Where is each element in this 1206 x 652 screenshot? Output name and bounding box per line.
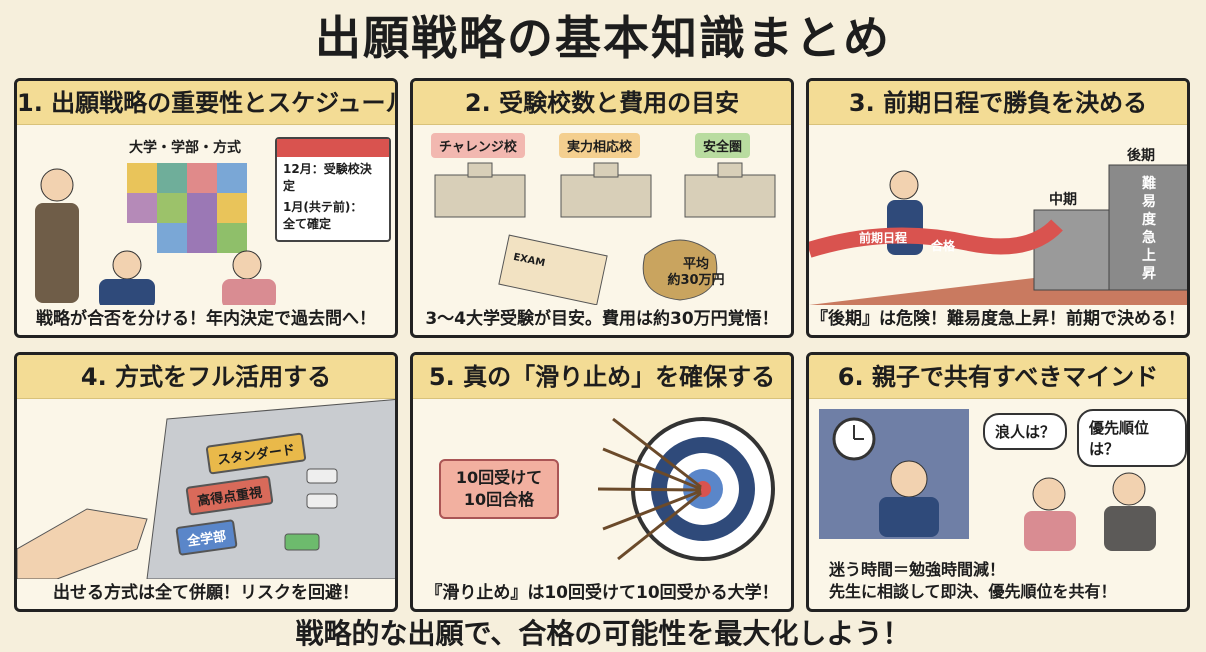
panel-heading: 5. 真の「滑り止め」を確保する <box>413 355 791 399</box>
tier-safety: 安全圏 <box>695 133 751 158</box>
guarantee-sign: 10回受けて 10回合格 <box>439 459 559 519</box>
cost-bag-label: 平均約30万円 <box>661 257 731 289</box>
calendar: 12月：受験校決定 1月(共テ前)： 全て確定 <box>275 137 391 242</box>
puzzle-icon <box>35 163 276 305</box>
speech-bubble-ronin: 浪人は？ <box>983 413 1068 450</box>
bag-line: 平均 <box>682 257 709 272</box>
illustration-ticket-machine: スタンダード 高得点重視 全学部 <box>17 399 395 579</box>
panel-caption: 戦略が合否を分ける！年内決定で過去問へ！ <box>36 309 376 329</box>
page-title: 出願戦略の基本知識まとめ <box>315 11 891 65</box>
ribbon-label: 合格 <box>931 239 956 253</box>
illustration-target: 10回受けて 10回合格 <box>413 399 791 579</box>
tier-challenge: チャレンジ校 <box>431 133 525 158</box>
illustration-runner: 前期日程 合格 中期 後期 難易度急上昇 <box>809 125 1187 305</box>
calendar-line: 全て確定 <box>283 217 332 231</box>
calendar-line: 12月：受験校決定 <box>283 162 372 193</box>
panel-early-schedule: 3. 前期日程で勝負を決める 前期日程 合格 中期 後期 難易度急上昇 『後期』… <box>806 78 1190 338</box>
late-term-label: 後期 <box>1127 148 1155 164</box>
panel-caption: 迷う時間＝勉強時間減！ 先生に相談して即決、優先順位を共有！ <box>829 559 1117 603</box>
panel-mindset: 6. 親子で共有すべきマインド 浪人は？ 優先順位は？ 迷う時間＝勉強時間減！ … <box>806 352 1190 612</box>
bag-line: 約30万円 <box>667 273 725 288</box>
illustration-consultation: 大学・学部・方式 12月：受験校決定 1月(共テ前)： 全て確定 <box>17 125 395 305</box>
speech-bubble-priority: 優先順位は？ <box>1077 409 1187 467</box>
target-icon <box>597 417 775 561</box>
tier-match: 実力相応校 <box>559 133 641 158</box>
runner-wall-icon <box>809 164 1187 305</box>
panel-caption: 出せる方式は全て併願！リスクを回避！ <box>53 583 359 603</box>
illustration-family: 浪人は？ 優先順位は？ <box>809 399 1187 579</box>
caption-line: 先生に相談して即決、優先順位を共有！ <box>829 582 1117 601</box>
difficulty-label: 難易度急上昇 <box>1142 176 1156 282</box>
illustration-schools: チャレンジ校 実力相応校 安全圏 EXAM 平均約30万円 <box>413 125 791 305</box>
footer-slogan: 戦略的な出願で、合格の可能性を最大化しよう！ <box>295 617 911 650</box>
panel-heading: 6. 親子で共有すべきマインド <box>809 355 1187 399</box>
mid-term-label: 中期 <box>1049 192 1077 208</box>
panel-school-count: 2. 受験校数と費用の目安 チャレンジ校 実力相応校 安全圏 EXAM 平均約3… <box>410 78 794 338</box>
panel-methods: 4. 方式をフル活用する スタンダード 高得点重視 全学部 出せる方式は全て併願… <box>14 352 398 612</box>
panel-caption: 『滑り止め』は10回受けて10回受かる大学！ <box>425 583 779 603</box>
sign-line: 10回合格 <box>463 490 535 509</box>
worried-student-icon <box>819 409 1156 551</box>
panel-heading: 2. 受験校数と費用の目安 <box>413 81 791 125</box>
ribbon-label: 前期日程 <box>859 231 908 245</box>
sign-line: 10回受けて <box>455 468 543 487</box>
panel-caption: 3〜4大学受験が目安。費用は約30万円覚悟！ <box>425 309 779 329</box>
panel-heading: 4. 方式をフル活用する <box>17 355 395 399</box>
panel-safety-school: 5. 真の「滑り止め」を確保する 10回受けて 10回合格 『滑り止め』は10回受… <box>410 352 794 612</box>
panel-caption: 『後期』は危険！難易度急上昇！前期で決める！ <box>811 309 1185 329</box>
caption-line: 迷う時間＝勉強時間減！ <box>829 560 1006 579</box>
panel-heading: 3. 前期日程で勝負を決める <box>809 81 1187 125</box>
calendar-line: 1月(共テ前)： <box>283 200 363 214</box>
school-building-icon <box>434 162 776 305</box>
panel-heading: 1. 出願戦略の重要性とスケジュール <box>17 81 395 125</box>
puzzle-label: 大学・学部・方式 <box>129 140 241 156</box>
panel-schedule: 1. 出願戦略の重要性とスケジュール 大学・学部・方式 12月：受験校決定 1月… <box>14 78 398 338</box>
